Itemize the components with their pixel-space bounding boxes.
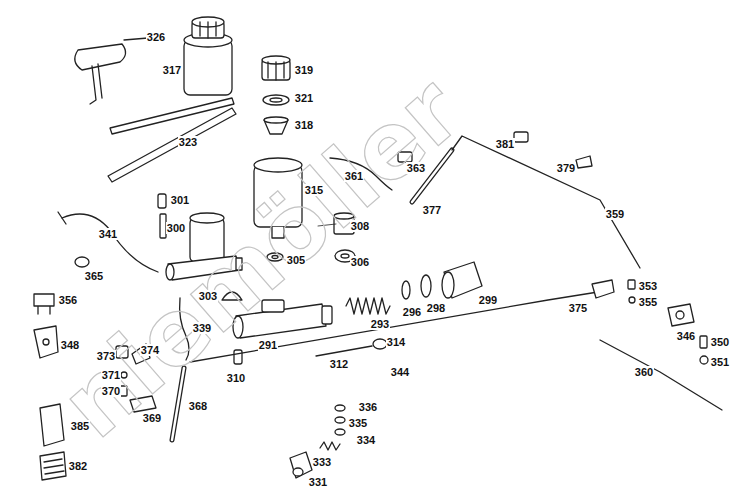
- callout-number: 323: [178, 136, 198, 148]
- callout-number: 348: [60, 339, 80, 351]
- callout-number: 341: [98, 228, 118, 240]
- callout-number: 359: [605, 208, 625, 220]
- callout-number: 375: [568, 302, 588, 314]
- callout-number: 312: [329, 358, 349, 370]
- callout-number: 346: [676, 330, 696, 342]
- callout-number: 360: [634, 366, 654, 378]
- callout-number: 335: [348, 417, 368, 429]
- callout-number: 321: [294, 92, 314, 104]
- callout-number: 353: [638, 280, 658, 292]
- callout-number: 336: [358, 401, 378, 413]
- callout-number: 385: [70, 420, 90, 432]
- callout-number: 319: [294, 64, 314, 76]
- callout-number: 314: [386, 336, 406, 348]
- callout-number: 363: [406, 162, 426, 174]
- callout-number: 371: [101, 369, 121, 381]
- callout-number: 300: [166, 222, 186, 234]
- callout-number: 356: [58, 294, 78, 306]
- callout-number: 291: [258, 339, 278, 351]
- callout-number: 381: [495, 138, 515, 150]
- callout-number: 374: [140, 344, 160, 356]
- callout-number: 373: [96, 350, 116, 362]
- callout-number: 365: [84, 270, 104, 282]
- callout-number: 377: [422, 204, 442, 216]
- callout-number: 303: [198, 290, 218, 302]
- callout-number: 333: [312, 456, 332, 468]
- callout-number: 317: [162, 64, 182, 76]
- callout-number: 301: [170, 194, 190, 206]
- callout-number: 308: [350, 220, 370, 232]
- callout-number: 369: [142, 412, 162, 424]
- callout-number: 382: [68, 460, 88, 472]
- callout-number: 339: [192, 322, 212, 334]
- callout-number: 306: [350, 256, 370, 268]
- callout-number: 331: [308, 476, 328, 488]
- callout-number: 305: [286, 254, 306, 266]
- callout-number: 379: [556, 162, 576, 174]
- callout-number: 299: [478, 294, 498, 306]
- callout-number: 318: [294, 119, 314, 131]
- callout-number: 310: [226, 372, 246, 384]
- callout-number: 368: [188, 400, 208, 412]
- callout-number: 334: [356, 434, 376, 446]
- callout-number: 350: [710, 336, 730, 348]
- callout-number: 361: [344, 170, 364, 182]
- callout-number: 298: [426, 302, 446, 314]
- callout-number: 293: [370, 318, 390, 330]
- callout-number: 355: [638, 296, 658, 308]
- callout-number: 344: [390, 366, 410, 378]
- callout-number: 370: [101, 385, 121, 397]
- callout-number: 351: [710, 356, 730, 368]
- callout-number: 296: [402, 306, 422, 318]
- callout-number: 326: [146, 31, 166, 43]
- callout-number: 315: [304, 184, 324, 196]
